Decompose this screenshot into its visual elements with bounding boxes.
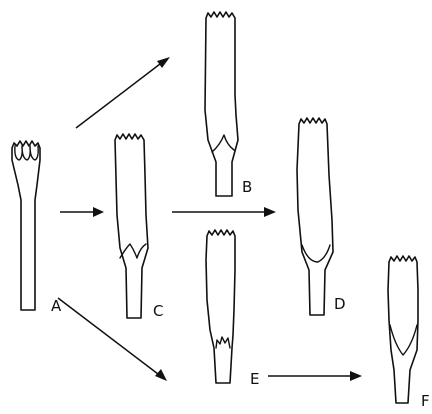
arrow-c-to-d bbox=[172, 207, 276, 217]
label-a: A bbox=[51, 297, 62, 315]
figure-c-outline bbox=[115, 134, 148, 318]
figure-b-outline bbox=[205, 12, 238, 196]
arrow-a-to-c bbox=[60, 207, 104, 217]
figure-f bbox=[388, 256, 418, 403]
figure-e-outline bbox=[206, 230, 235, 383]
figure-e bbox=[206, 230, 235, 383]
figure-c bbox=[115, 134, 148, 318]
figure-d-outline bbox=[297, 118, 333, 315]
label-b: B bbox=[242, 178, 252, 196]
figure-b bbox=[205, 12, 238, 196]
arrow-a-to-e bbox=[58, 298, 167, 381]
label-d: D bbox=[334, 295, 346, 313]
figure-a bbox=[12, 141, 40, 310]
figure-f-outline bbox=[388, 256, 418, 403]
figure-a-outline bbox=[12, 141, 40, 310]
figure-d bbox=[297, 118, 333, 315]
label-c: C bbox=[153, 302, 163, 320]
arrow-e-to-f bbox=[268, 371, 362, 381]
arrow-a-to-b bbox=[76, 57, 170, 128]
label-f: F bbox=[421, 392, 430, 410]
label-e: E bbox=[250, 370, 259, 388]
